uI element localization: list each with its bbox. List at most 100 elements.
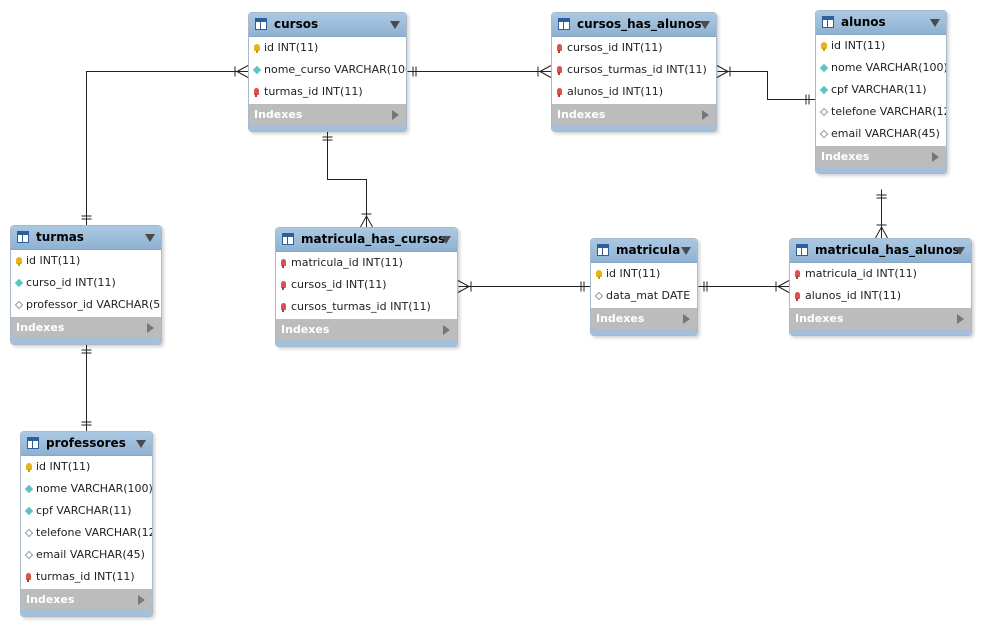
collapse-arrow-icon[interactable] <box>955 247 965 255</box>
column-label: turmas_id INT(11) <box>36 570 135 583</box>
table-professores[interactable]: professores id INT(11) nome VARCHAR(100)cp… <box>20 431 153 617</box>
column-row[interactable]: id INT(11) <box>249 37 406 59</box>
column-row[interactable]: cursos_id INT(11) <box>552 37 716 59</box>
column-row[interactable]: alunos_id INT(11) <box>552 81 716 103</box>
indexes-section[interactable]: Indexes <box>816 146 946 167</box>
crows-foot-marker <box>457 286 470 293</box>
table-title: professores <box>46 436 126 450</box>
collapse-arrow-icon[interactable] <box>136 440 146 448</box>
expand-arrow-icon[interactable] <box>683 314 690 324</box>
column-label: id INT(11) <box>36 460 91 473</box>
table-title: matricula_has_alunos <box>815 243 960 257</box>
column-row[interactable]: professor_id VARCHAR(50) <box>11 294 161 316</box>
foreign-key-icon <box>26 573 31 582</box>
column-list: id INT(11) nome VARCHAR(100)cpf VARCHAR(1… <box>21 456 152 589</box>
table-footer-bar <box>816 167 946 173</box>
expand-arrow-icon[interactable] <box>392 110 399 120</box>
column-row[interactable]: turmas_id INT(11) <box>21 566 152 588</box>
column-row[interactable]: cursos_turmas_id INT(11) <box>276 296 457 318</box>
collapse-arrow-icon[interactable] <box>681 247 691 255</box>
collapse-arrow-icon[interactable] <box>145 234 155 242</box>
column-row[interactable]: nome VARCHAR(100) <box>816 57 946 79</box>
column-label: nome VARCHAR(100) <box>831 61 947 74</box>
relationship-line <box>327 131 367 228</box>
table-header[interactable]: professores <box>21 432 152 456</box>
table-header[interactable]: matricula <box>591 239 697 263</box>
column-label: telefone VARCHAR(12) <box>831 105 947 118</box>
indexes-section[interactable]: Indexes <box>591 308 697 329</box>
indexes-section[interactable]: Indexes <box>552 104 716 125</box>
column-label: nome_curso VARCHAR(100) <box>264 63 407 76</box>
foreign-key-icon <box>281 303 286 312</box>
column-row[interactable]: telefone VARCHAR(12) <box>816 101 946 123</box>
primary-key-icon <box>16 257 22 266</box>
column-label: data_mat DATE <box>606 289 691 302</box>
column-row[interactable]: cursos_id INT(11) <box>276 274 457 296</box>
column-row[interactable]: cpf VARCHAR(11) <box>21 500 152 522</box>
column-row[interactable]: nome VARCHAR(100) <box>21 478 152 500</box>
relationship-line <box>86 71 249 226</box>
collapse-arrow-icon[interactable] <box>700 21 710 29</box>
table-alunos[interactable]: alunos id INT(11) nome VARCHAR(100) cpf VAR… <box>815 10 947 174</box>
column-row[interactable]: curso_id INT(11) <box>11 272 161 294</box>
column-row[interactable]: email VARCHAR(45) <box>816 123 946 145</box>
foreign-key-icon <box>281 259 286 268</box>
table-cursos-has-alunos[interactable]: cursos_has_alunos cursos_id INT(11) cursos… <box>551 12 717 132</box>
column-row[interactable]: alunos_id INT(11) <box>790 285 971 307</box>
indexes-section[interactable]: Indexes <box>276 319 457 340</box>
column-label: email VARCHAR(45) <box>831 127 940 140</box>
indexes-section[interactable]: Indexes <box>249 104 406 125</box>
column-row[interactable]: cursos_turmas_id INT(11) <box>552 59 716 81</box>
foreign-key-icon <box>557 44 562 53</box>
indexes-section[interactable]: Indexes <box>21 589 152 610</box>
crows-foot-marker <box>360 215 367 228</box>
table-header[interactable]: matricula_has_cursos <box>276 228 457 252</box>
column-row[interactable]: matricula_id INT(11) <box>790 263 971 285</box>
column-row[interactable]: id INT(11) <box>11 250 161 272</box>
expand-arrow-icon[interactable] <box>147 323 154 333</box>
table-footer-bar <box>276 340 457 346</box>
expand-arrow-icon[interactable] <box>702 110 709 120</box>
expand-arrow-icon[interactable] <box>138 595 145 605</box>
column-list: id INT(11)curso_id INT(11)professor_id V… <box>11 250 161 317</box>
not-null-column-icon <box>24 484 34 494</box>
table-footer-bar <box>249 125 406 131</box>
relationship-line <box>717 71 816 100</box>
column-row[interactable]: turmas_id INT(11) <box>249 81 406 103</box>
column-row[interactable]: nome_curso VARCHAR(100) <box>249 59 406 81</box>
table-icon <box>27 437 39 449</box>
foreign-key-icon <box>795 292 800 301</box>
collapse-arrow-icon[interactable] <box>930 19 940 27</box>
column-row[interactable]: email VARCHAR(45) <box>21 544 152 566</box>
indexes-section[interactable]: Indexes <box>790 308 971 329</box>
table-matricula-has-alunos[interactable]: matricula_has_alunos matricula_id INT(11)… <box>789 238 972 336</box>
column-row[interactable]: id INT(11) <box>591 263 697 285</box>
indexes-label: Indexes <box>281 323 330 336</box>
column-row[interactable]: id INT(11) <box>21 456 152 478</box>
table-header[interactable]: turmas <box>11 226 161 250</box>
table-header[interactable]: cursos <box>249 13 406 37</box>
column-label: id INT(11) <box>831 39 886 52</box>
column-row[interactable]: matricula_id INT(11) <box>276 252 457 274</box>
column-label: cursos_id INT(11) <box>567 41 663 54</box>
nullable-column-icon <box>594 291 604 301</box>
indexes-section[interactable]: Indexes <box>11 317 161 338</box>
expand-arrow-icon[interactable] <box>932 152 939 162</box>
collapse-arrow-icon[interactable] <box>441 236 451 244</box>
table-header[interactable]: cursos_has_alunos <box>552 13 716 37</box>
collapse-arrow-icon[interactable] <box>390 21 400 29</box>
column-row[interactable]: telefone VARCHAR(12) <box>21 522 152 544</box>
expand-arrow-icon[interactable] <box>443 325 450 335</box>
column-row[interactable]: cpf VARCHAR(11) <box>816 79 946 101</box>
table-header[interactable]: matricula_has_alunos <box>790 239 971 263</box>
table-header[interactable]: alunos <box>816 11 946 35</box>
column-row[interactable]: data_mat DATE <box>591 285 697 307</box>
column-row[interactable]: id INT(11) <box>816 35 946 57</box>
expand-arrow-icon[interactable] <box>957 314 964 324</box>
not-null-column-icon <box>819 63 829 73</box>
